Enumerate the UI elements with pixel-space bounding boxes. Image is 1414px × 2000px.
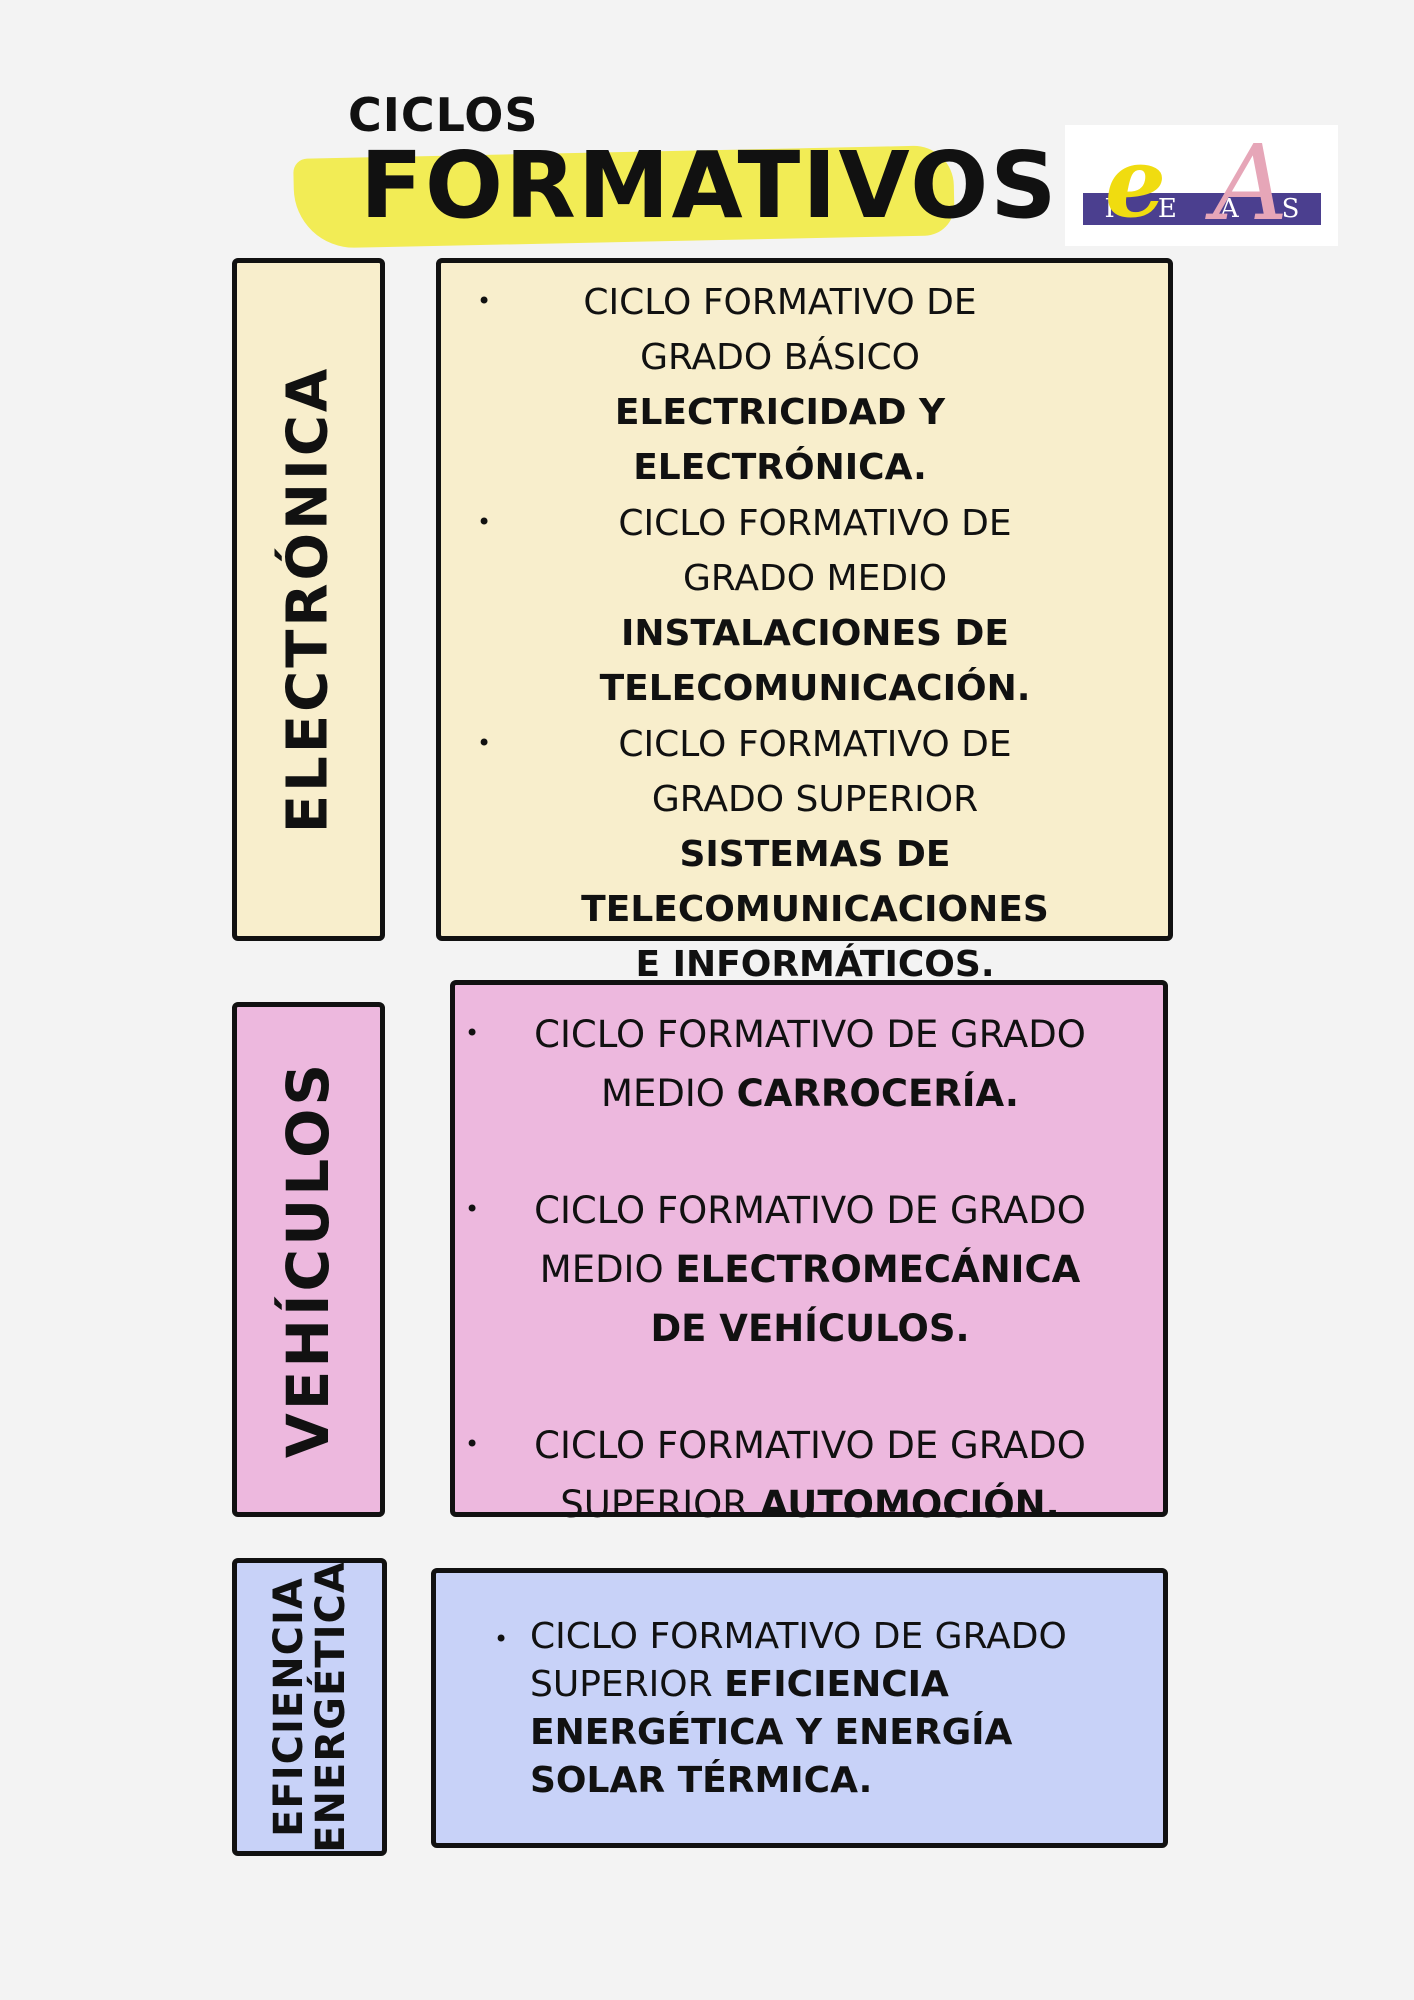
list-item: • CICLO FORMATIVO DE GRADO MEDIO ELECTRO… <box>455 1181 1163 1416</box>
list-item: • CICLO FORMATIVO DE GRADO BÁSICO ELECTR… <box>441 275 1168 496</box>
item-prefix: CICLO FORMATIVO DE GRADO SUPERIOR <box>618 724 1012 820</box>
section-content-electronica: • CICLO FORMATIVO DE GRADO BÁSICO ELECTR… <box>436 258 1173 985</box>
logo-letter: A <box>1219 194 1239 224</box>
list-item: • CICLO FORMATIVO DE GRADO SUPERIOR SIST… <box>441 717 1168 992</box>
section-content-vehiculos: • CICLO FORMATIVO DE GRADO MEDIO CARROCE… <box>450 980 1168 1526</box>
item-name: EFICIENCIA ENERGÉTICA Y ENERGÍA SOLAR TÉ… <box>530 1664 1013 1801</box>
title-line1: CICLOS <box>348 88 539 142</box>
section-label-electronica: ELECTRÓNICA <box>232 258 385 941</box>
ieas-logo: I E A S e A <box>1065 125 1338 246</box>
section-label-line2: ENERGÉTICA <box>307 1561 354 1853</box>
section-content-eficiencia: • CICLO FORMATIVO DE GRADO SUPERIOR EFIC… <box>431 1568 1168 1848</box>
section-label-text: ELECTRÓNICA <box>275 365 341 834</box>
bullet-icon: • <box>477 508 492 536</box>
logo-mark-a: A <box>1213 122 1289 244</box>
logo-mark-e: e <box>1105 126 1167 239</box>
item-name: ELECTROMECÁNICA DE VEHÍCULOS. <box>650 1248 1081 1350</box>
logo-letters: I E A S <box>1083 193 1321 225</box>
bullet-icon: • <box>465 1019 480 1047</box>
item-prefix: CICLO FORMATIVO DE GRADO MEDIO <box>618 503 1012 599</box>
item-prefix: CICLO FORMATIVO DE GRADO BÁSICO <box>583 282 977 378</box>
item-name: AUTOMOCIÓN. <box>759 1483 1060 1526</box>
list-item: • CICLO FORMATIVO DE GRADO SUPERIOR AUTO… <box>455 1416 1163 1534</box>
bullet-icon: • <box>465 1430 480 1458</box>
item-prefix: CICLO FORMATIVO DE GRADO SUPERIOR <box>534 1424 1086 1526</box>
title-line2: FORMATIVOS <box>360 132 1059 239</box>
bullet-icon: • <box>494 1625 509 1653</box>
bullet-icon: • <box>477 729 492 757</box>
section-label-text: VEHÍCULOS <box>274 1060 343 1459</box>
bullet-icon: • <box>477 287 492 315</box>
item-name: INSTALACIONES DE TELECOMUNICACIÓN. <box>599 613 1031 709</box>
section-label-line1: EFICIENCIA <box>265 1577 312 1837</box>
item-name: ELECTRICIDAD Y ELECTRÓNICA. <box>614 392 946 488</box>
item-prefix: CICLO FORMATIVO DE GRADO MEDIO <box>534 1189 1086 1291</box>
list-item: • CICLO FORMATIVO DE GRADO SUPERIOR EFIC… <box>436 1613 1163 1805</box>
bullet-icon: • <box>465 1195 480 1223</box>
item-name: SISTEMAS DE TELECOMUNICACIONES E INFORMÁ… <box>581 834 1049 985</box>
section-label-vehiculos: VEHÍCULOS <box>232 1002 385 1517</box>
logo-letter: E <box>1157 194 1177 224</box>
item-name: CARROCERÍA. <box>736 1072 1019 1115</box>
item-prefix: CICLO FORMATIVO DE GRADO SUPERIOR <box>530 1616 1067 1705</box>
list-item: • CICLO FORMATIVO DE GRADO MEDIO INSTALA… <box>441 496 1168 717</box>
logo-letter: I <box>1104 194 1115 224</box>
logo-letter: S <box>1281 194 1300 224</box>
list-item: • CICLO FORMATIVO DE GRADO MEDIO CARROCE… <box>455 1005 1163 1181</box>
item-prefix: CICLO FORMATIVO DE GRADO MEDIO <box>534 1013 1086 1115</box>
logo-band <box>1083 193 1321 225</box>
section-label-eficiencia: EFICIENCIA ENERGÉTICA <box>232 1558 387 1856</box>
